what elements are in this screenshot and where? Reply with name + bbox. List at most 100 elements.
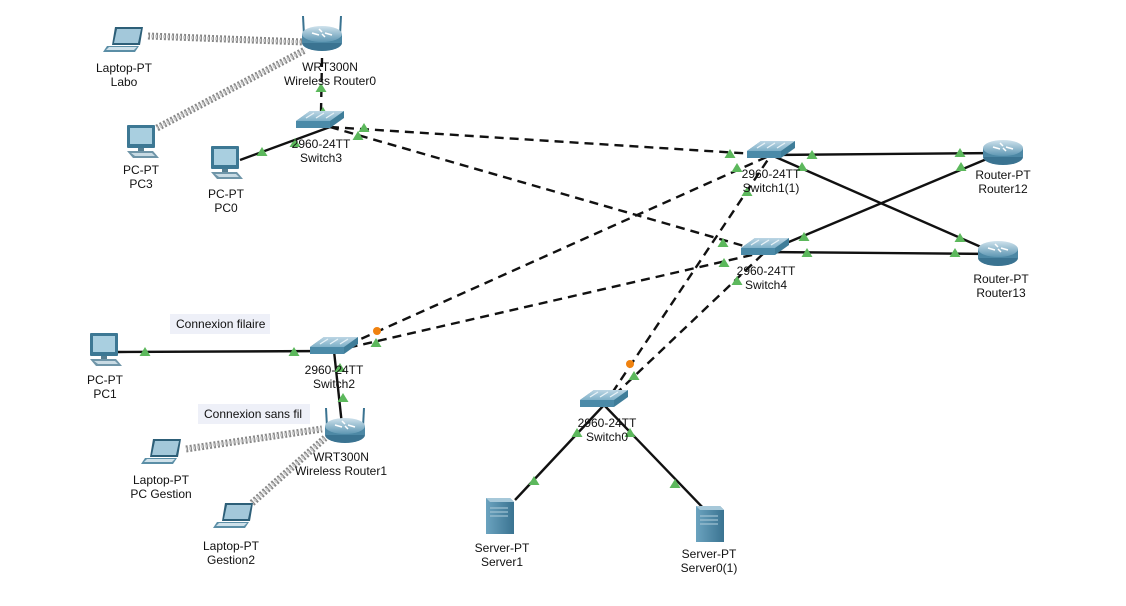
port-status-up-triangle xyxy=(288,347,300,356)
device-name-label: PC1 xyxy=(93,387,117,401)
device-model-label: WRT300N xyxy=(313,450,369,464)
wireless-router-icon xyxy=(325,407,365,443)
device-name-label: Switch1(1) xyxy=(743,181,800,195)
device-model-label: Server-PT xyxy=(682,547,737,561)
device-name-label: Wireless Router1 xyxy=(295,464,387,478)
pc-icon xyxy=(127,125,159,158)
device-model-label: PC-PT xyxy=(123,163,160,177)
device-model-label: 2960-24TT xyxy=(737,264,796,278)
device-model-label: PC-PT xyxy=(208,187,245,201)
port-status-up-triangle xyxy=(954,148,966,157)
port-status-up-triangle xyxy=(352,131,364,140)
port-status-up-triangle xyxy=(669,479,681,488)
pc-icon xyxy=(90,333,122,366)
device-model-label: Laptop-PT xyxy=(203,539,260,553)
device-name-label: PC0 xyxy=(214,201,238,215)
link-sw0-srv0[interactable] xyxy=(603,404,708,513)
server-icon xyxy=(486,498,514,534)
port-status-up-triangle xyxy=(358,123,370,132)
switch-icon xyxy=(580,390,628,407)
port-status-orange-dot xyxy=(626,360,634,368)
link-pc3-wr0[interactable] xyxy=(155,46,307,132)
link-sw3-sw4[interactable] xyxy=(329,125,766,254)
note-wireless-text: Connexion sans fil xyxy=(204,407,302,421)
port-status-up-triangle xyxy=(628,371,640,380)
device-name-label: Gestion2 xyxy=(207,553,255,567)
port-status-layer xyxy=(139,83,967,488)
note-wireless[interactable]: Connexion sans fil xyxy=(198,404,310,424)
port-status-up-triangle xyxy=(718,258,730,267)
switch-icon xyxy=(310,337,358,354)
device-name-label: Router12 xyxy=(978,182,1028,196)
port-status-up-triangle xyxy=(334,363,346,372)
link-sw1-r12[interactable] xyxy=(770,151,1002,157)
device-name-label: Wireless Router0 xyxy=(284,74,376,88)
device-model-label: Router-PT xyxy=(975,168,1031,182)
pc-icon xyxy=(211,146,243,179)
switch-icon xyxy=(747,141,795,158)
port-status-up-triangle xyxy=(731,163,743,172)
device-name-label: PC3 xyxy=(129,177,153,191)
device-name-label: Switch0 xyxy=(586,430,628,444)
device-name-label: Switch3 xyxy=(300,151,342,165)
link-laptop-gestion2-wr1[interactable] xyxy=(249,435,328,506)
port-status-up-triangle xyxy=(528,476,540,485)
port-status-up-triangle xyxy=(571,428,583,437)
link-laptop-gestion-wr1[interactable] xyxy=(185,425,323,453)
device-model-label: 2960-24TT xyxy=(292,137,351,151)
device-model-label: 2960-24TT xyxy=(742,167,801,181)
port-status-up-triangle xyxy=(954,233,966,242)
port-status-up-triangle xyxy=(724,149,736,158)
device-name-label: Router13 xyxy=(976,286,1026,300)
device-name-label: PC Gestion xyxy=(130,487,191,501)
link-laptop-labo-wr0[interactable] xyxy=(147,32,305,46)
link-sw2-sw4[interactable] xyxy=(333,250,766,353)
device-name-label: Switch4 xyxy=(745,278,787,292)
device-name-label: Server0(1) xyxy=(681,561,738,575)
port-status-up-triangle xyxy=(624,428,636,437)
link-pc1-sw2[interactable] xyxy=(117,349,335,354)
server-icon xyxy=(696,506,724,542)
port-status-up-triangle xyxy=(370,338,382,347)
link-sw2-sw1[interactable] xyxy=(333,153,772,353)
port-status-up-triangle xyxy=(741,187,753,196)
port-status-up-triangle xyxy=(717,238,729,247)
port-status-up-triangle xyxy=(801,248,813,257)
link-sw4-r13[interactable] xyxy=(764,250,998,256)
port-status-up-triangle xyxy=(337,393,349,402)
port-status-up-triangle xyxy=(731,276,743,285)
device-model-label: Server-PT xyxy=(475,541,530,555)
laptop-icon xyxy=(141,439,181,464)
link-sw3-sw1[interactable] xyxy=(329,125,772,157)
link-sw2-wr1[interactable] xyxy=(332,350,344,426)
link-wr0-sw3[interactable] xyxy=(319,57,324,113)
switch-icon xyxy=(296,111,344,128)
device-model-label: Laptop-PT xyxy=(96,61,153,75)
device-model-label: PC-PT xyxy=(87,373,124,387)
device-name-label: Labo xyxy=(111,75,138,89)
note-wired[interactable]: Connexion filaire xyxy=(170,314,270,334)
router-icon xyxy=(978,241,1018,266)
links-layer xyxy=(117,32,1002,513)
wireless-router-icon xyxy=(302,15,342,51)
link-pc0-sw3[interactable] xyxy=(239,125,331,162)
port-status-up-triangle xyxy=(798,232,810,241)
